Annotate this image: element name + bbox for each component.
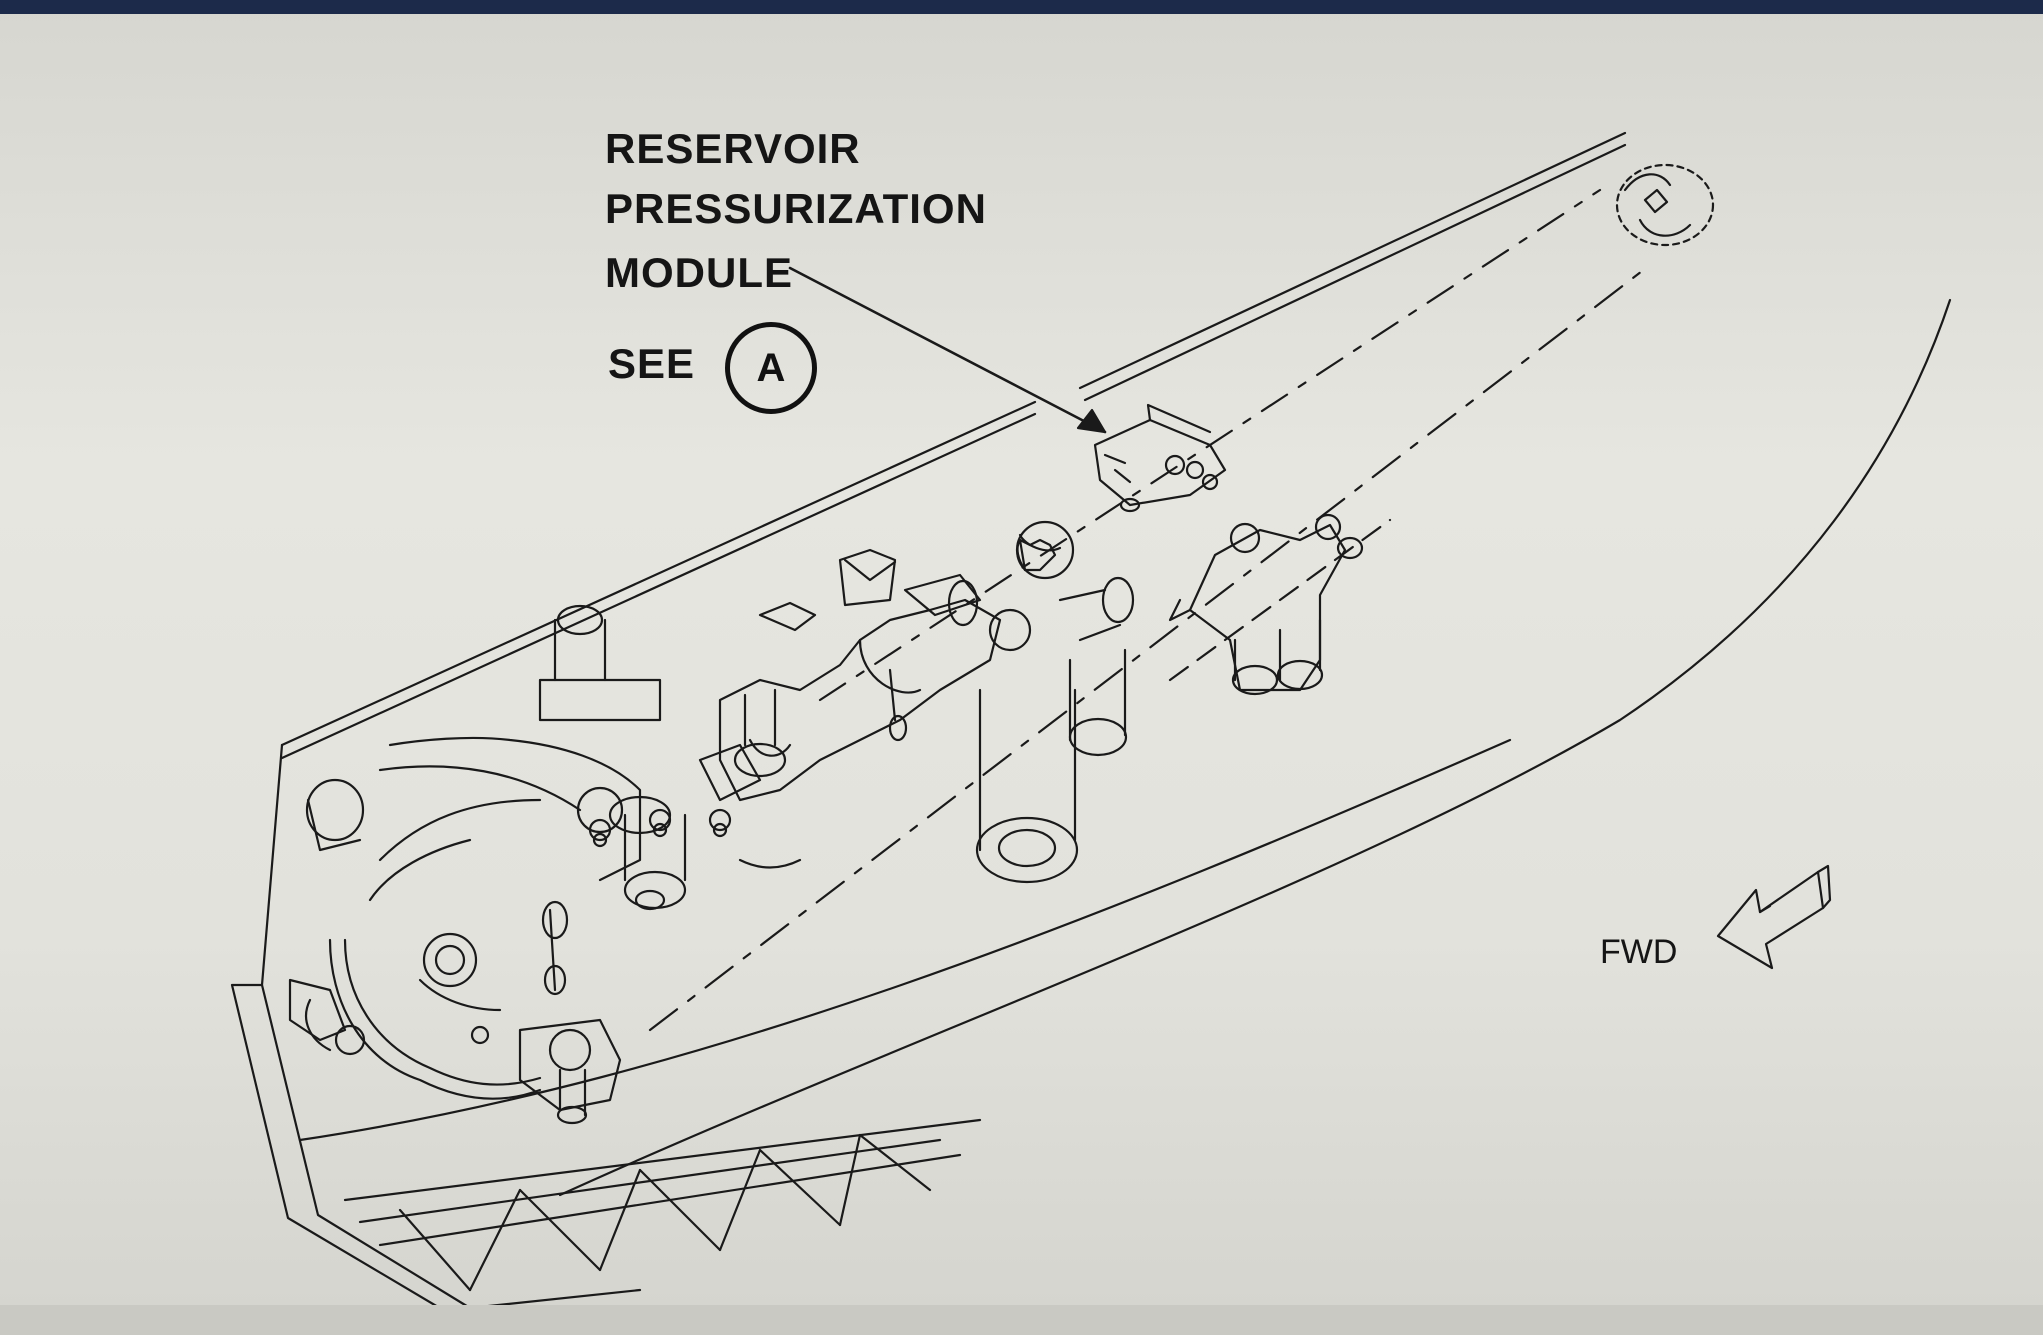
callout-line-1: RESERVOIR bbox=[605, 125, 861, 172]
callout-line-2: PRESSURIZATION bbox=[605, 185, 987, 232]
bulkhead-face bbox=[260, 743, 642, 1310]
filter-cylinders bbox=[975, 576, 1135, 884]
manifold-cluster bbox=[718, 520, 1075, 802]
screen-bottom-edge bbox=[0, 1305, 2043, 1335]
callout-leader-line bbox=[788, 266, 1107, 434]
see-label: SEE bbox=[608, 340, 696, 387]
left-components bbox=[288, 604, 802, 1125]
bay-upper-edge bbox=[280, 400, 1037, 760]
fwd-arrow-icon bbox=[1716, 864, 1832, 970]
reservoir-pressurization-module bbox=[1093, 403, 1227, 513]
fuselage-lower-skin-inner bbox=[298, 738, 1512, 1142]
fwd-label: FWD bbox=[1600, 933, 1678, 971]
small-fitting bbox=[1016, 538, 1057, 572]
floor-truss bbox=[343, 1118, 982, 1292]
fuselage-lower-skin bbox=[558, 298, 1952, 1197]
callout-arrowhead bbox=[1076, 408, 1107, 434]
window-top-edge bbox=[0, 0, 2043, 14]
valve-assembly-right bbox=[1168, 513, 1364, 696]
callout-line-3: MODULE bbox=[605, 249, 793, 296]
centerline-dashed-3 bbox=[1168, 518, 1392, 682]
see-view-circle: A bbox=[725, 322, 817, 414]
centerline-dashed bbox=[648, 263, 1652, 1032]
bulkhead-edge bbox=[230, 983, 462, 1322]
bay-upper-rail-far bbox=[1078, 131, 1627, 402]
far-component bbox=[1615, 163, 1715, 247]
